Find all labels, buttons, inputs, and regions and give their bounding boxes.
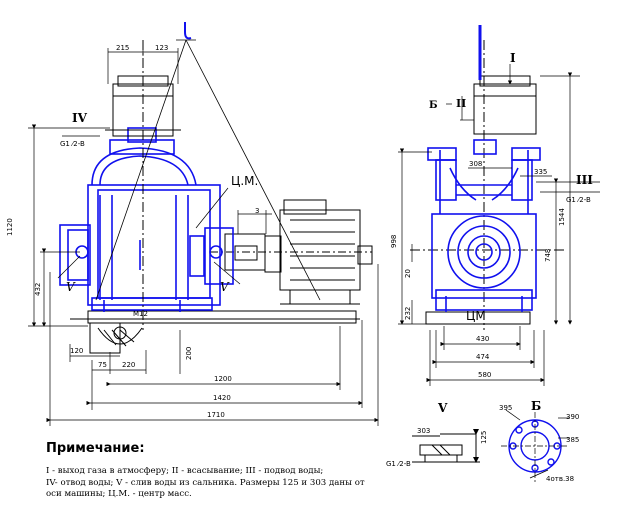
dim-215: 215 <box>116 44 129 52</box>
dim-1544: 1544 <box>558 208 566 226</box>
center-of-mass-side: Ц.М. <box>231 174 258 188</box>
dim-holes: 4отв.38 <box>546 475 574 483</box>
separator-tank <box>105 40 181 330</box>
dim-3: 3 <box>255 207 259 215</box>
dim-232: 232 <box>404 307 412 320</box>
front-view <box>410 25 564 330</box>
dim-20: 20 <box>404 269 412 278</box>
note-line-1: I - выход газа в атмосферу; II - всасыва… <box>46 466 324 476</box>
dim-1710: 1710 <box>207 411 225 419</box>
dim-1420: 1420 <box>213 394 231 402</box>
dim-1200: 1200 <box>214 375 232 383</box>
dim-390: 390 <box>566 413 579 421</box>
dim-308: 308 <box>469 160 482 168</box>
note-line-3: оси машины; Ц.М. - центр масс. <box>46 489 192 499</box>
dim-303: 303 <box>417 427 430 435</box>
front-separator <box>473 83 537 135</box>
foundation-bolt-section <box>89 322 121 354</box>
note-title: Примечание: <box>46 441 145 456</box>
label-v-right: V <box>220 280 230 294</box>
dim-m12: M12 <box>133 310 148 318</box>
electric-motor <box>264 199 373 305</box>
dim-1120: 1120 <box>6 218 14 236</box>
label-b-front: Б <box>429 100 438 111</box>
dim-220: 220 <box>122 361 135 369</box>
dim-748: 748 <box>544 249 552 262</box>
vacuum-pump-front <box>427 139 541 312</box>
dim-432: 432 <box>34 283 42 296</box>
dim-998: 998 <box>390 235 398 248</box>
side-view <box>70 199 373 354</box>
dim-120: 120 <box>70 347 83 355</box>
label-ii: II <box>456 97 466 110</box>
detail-b-title: Б <box>531 399 541 413</box>
dim-75: 75 <box>98 361 107 369</box>
center-of-mass-front: ЦМ <box>466 309 486 323</box>
lifting-sling <box>95 22 321 301</box>
label-iv: IV <box>72 111 88 125</box>
label-iii: III <box>576 173 593 187</box>
dim-580: 580 <box>478 371 491 379</box>
label-i: I <box>510 51 516 65</box>
detail-v-title: V <box>437 401 448 415</box>
drawing-labels: IV G1 ⁄2-B I II Б III G1 ⁄2-B V V Ц.М. Ц… <box>6 44 593 483</box>
thread-detail: G1 ⁄2-B <box>386 460 411 468</box>
note-line-2: IV- отвод воды; V - слив воды из сальник… <box>46 477 365 488</box>
note-text: I - выход газа в атмосферу; II - всасыва… <box>46 466 406 501</box>
dim-474: 474 <box>476 353 490 361</box>
dim-200: 200 <box>185 347 193 360</box>
coupling <box>210 233 372 271</box>
dim-125: 125 <box>480 431 488 444</box>
dim-430: 430 <box>476 335 489 343</box>
base-frame <box>87 310 357 324</box>
dim-385: 385 <box>566 436 579 444</box>
detail-view-v <box>412 429 480 463</box>
thread-right: G1 ⁄2-B <box>566 196 591 204</box>
vacuum-pump-side <box>59 127 234 312</box>
dim-335: 335 <box>534 168 547 176</box>
label-v-left: V <box>66 280 76 294</box>
dim-123: 123 <box>155 44 168 52</box>
dim-395: 395 <box>499 404 512 412</box>
thread-left: G1 ⁄2-B <box>60 140 85 148</box>
